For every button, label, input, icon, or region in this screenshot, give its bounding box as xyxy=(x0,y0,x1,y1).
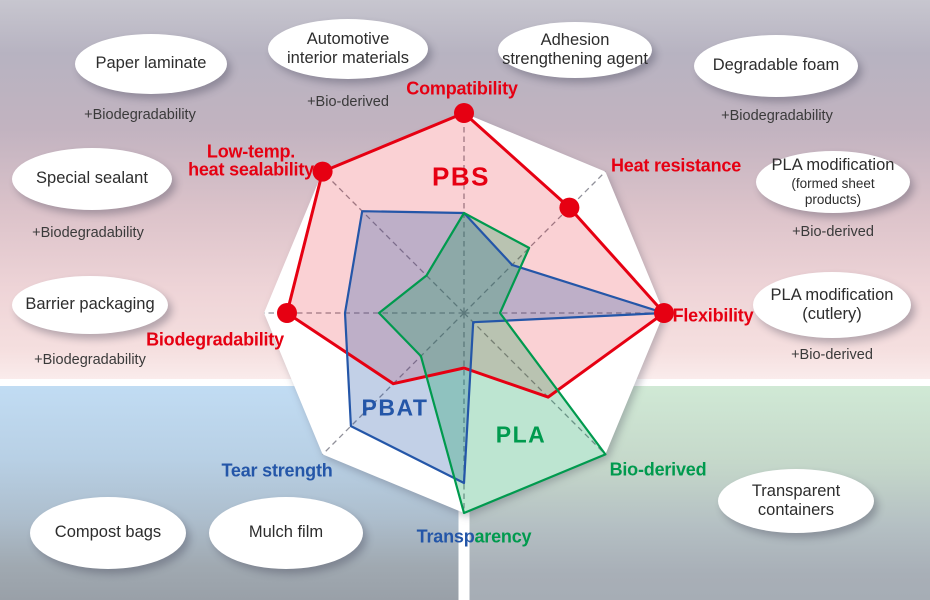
bubble-mulch-film: Mulch film xyxy=(209,497,363,569)
series-label-pla: PLA xyxy=(495,421,547,448)
pbs-vertex-dot-biodegradability xyxy=(277,303,297,323)
axis-label-part: Transp xyxy=(416,526,475,547)
axis-label-compatibility: Compatibility xyxy=(406,78,518,99)
series-outline-pbs xyxy=(285,111,666,399)
bubble-text-line: Automotive xyxy=(306,29,390,48)
axis-label-line: heat sealability xyxy=(188,159,314,179)
series-outline-pla xyxy=(377,211,607,515)
bubble-text-line: Adhesion xyxy=(540,30,610,49)
axis-label-low-temp-heat-sealability: Low-temp.heat sealability xyxy=(188,141,314,179)
axis-label-bio-derived: Bio-derived xyxy=(609,459,707,480)
bubble-text-line: PLA modification xyxy=(770,285,894,304)
axis-label-part: arency xyxy=(474,526,532,547)
bubble-degradable-foam: Degradable foam xyxy=(694,35,858,97)
bubble-sub-label-biodegradability: +Biodegradability xyxy=(32,225,144,241)
bubble-text-line: interior materials xyxy=(287,49,409,67)
bubble-sub-label-bio-derived: +Bio-derived xyxy=(792,224,874,240)
series-outline-pbat xyxy=(343,210,666,485)
bubble-sub-label-biodegradability: +Biodegradability xyxy=(84,107,196,123)
bubble-text-line: (formed sheet xyxy=(791,175,875,191)
bubble-text-line: Paper laminate xyxy=(95,54,207,73)
bubble-text-line: Transparent xyxy=(751,481,841,500)
bubble-text-line: products) xyxy=(804,191,862,207)
bubble-text-line: strengthening agent xyxy=(502,50,648,68)
axis-label-tear-strength: Tear strength xyxy=(221,460,333,481)
bubble-barrier-packaging: Barrier packaging xyxy=(12,276,168,334)
series-label-pbs: PBS xyxy=(432,161,490,192)
bubble-compost-bags: Compost bags xyxy=(30,497,186,569)
bubble-sub-label-biodegradability: +Biodegradability xyxy=(721,108,833,124)
pbs-vertex-dot-low-temp-heat-sealability xyxy=(312,161,333,182)
bubble-text-line: Compost bags xyxy=(54,523,162,542)
axis-line-heat-resistance xyxy=(463,171,606,314)
series-label-pbat: PBAT xyxy=(361,394,429,421)
bubble-paper-laminate: Paper laminate xyxy=(75,34,227,94)
bubble-text-line: containers xyxy=(757,501,835,519)
axis-label-heat-resistance: Heat resistance xyxy=(610,155,742,176)
pbs-vertex-dot-compatibility xyxy=(454,103,474,123)
axis-label-flexibility: Flexibility xyxy=(672,305,754,326)
axis-label-transparency: Transparency xyxy=(416,526,532,547)
pbs-vertex-dot-heat-resistance xyxy=(559,197,580,218)
axis-line-bio-derived xyxy=(463,312,606,455)
series-fill-pbat xyxy=(345,211,664,483)
bubble-text-line: Degradable foam xyxy=(712,56,840,75)
bubble-text-line: Special sealant xyxy=(36,169,148,188)
column-divider xyxy=(458,506,470,600)
series-fill-pla xyxy=(379,213,606,513)
bubble-text-line: PLA modification xyxy=(771,156,895,175)
bubble-sub-label-bio-derived: +Bio-derived xyxy=(791,347,873,363)
bubble-sub-label-biodegradability: +Biodegradability xyxy=(34,352,146,368)
bubble-text-line: (cutlery) xyxy=(802,305,862,323)
series-fill-pbs xyxy=(287,113,664,398)
bubble-special-sealant: Special sealant xyxy=(12,148,172,210)
bubble-text-line: Barrier packaging xyxy=(25,295,155,314)
axis-label-line: Low-temp. xyxy=(206,141,296,162)
bubble-sub-label-bio-derived: +Bio-derived xyxy=(307,94,389,110)
axis-label-biodegradability: Biodegradability xyxy=(146,329,284,350)
axis-line-low-temp-heat-sealability xyxy=(322,171,465,314)
bubble-text-line: Mulch film xyxy=(248,523,324,542)
pbs-vertex-dot-flexibility xyxy=(654,303,674,323)
bubble-pla-modification-cutlery: PLA modification(cutlery) xyxy=(753,272,911,338)
